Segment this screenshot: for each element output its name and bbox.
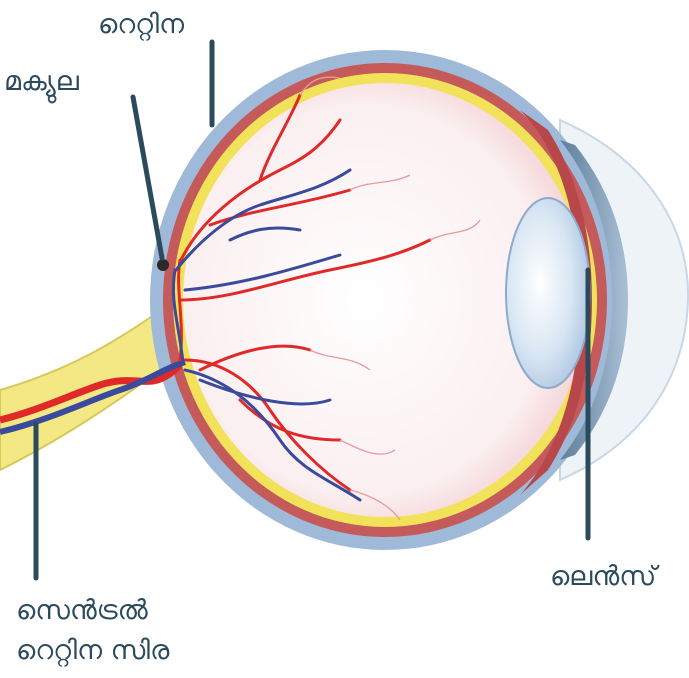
macula-label: മക്യുല (4, 63, 79, 101)
macula-spot (157, 259, 169, 271)
lens (506, 198, 590, 388)
macula-pointer (133, 97, 162, 258)
lens-label: ലെൻസ് (550, 558, 656, 596)
central-retinal-vein-label-line2: റെറ്റിന സിര (16, 632, 169, 670)
retina-label: റെറ്റിന (98, 6, 184, 44)
central-retinal-vein-label-line1: സെൻട്രൽ (16, 592, 148, 630)
